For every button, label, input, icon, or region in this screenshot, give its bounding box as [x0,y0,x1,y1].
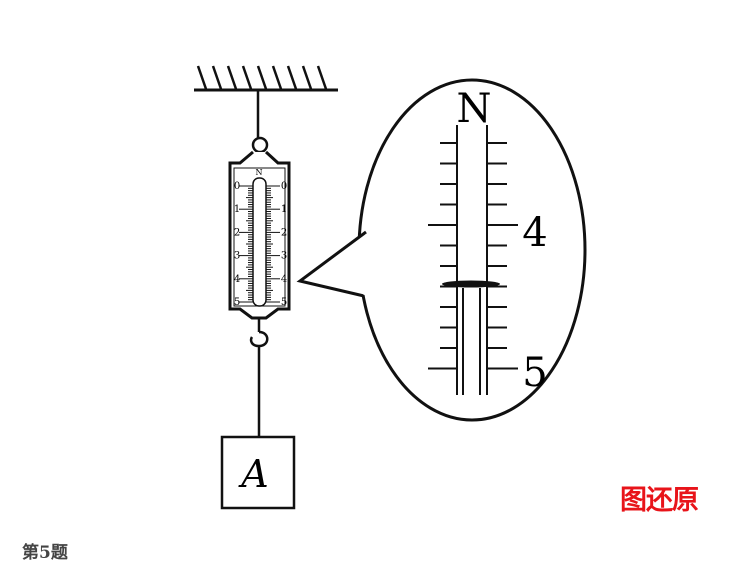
scale-label-left: 5 [234,297,240,308]
hatch-line [256,65,268,90]
hatch-line [241,65,253,90]
scale-label-right: 3 [281,251,287,262]
zoom-unit-label: N [457,86,492,132]
scale-label-left: 2 [234,227,240,238]
hatch-line [286,65,298,90]
hook [249,318,269,348]
question-number: 第5题 [22,543,68,563]
scale-label-right: 1 [281,204,287,215]
hatch-line [301,65,313,90]
scale-label-right: 4 [281,274,287,285]
ceiling [194,65,338,92]
scale-label-left: 0 [234,181,240,192]
hatch-line [196,65,208,90]
hatch-line [226,65,238,90]
scale-label-right: 5 [281,297,287,308]
scale-label-right: 0 [281,181,287,192]
scale-label-left: 3 [234,251,240,262]
restore-figure-button[interactable]: 图还原 [620,485,699,516]
block-a: A [220,435,296,510]
ring [251,136,269,154]
spring-scale-body [228,150,291,320]
zoom-label-5: 5 [522,350,547,396]
scale-label-left: 4 [234,274,240,285]
hatch-line [211,65,223,90]
zoom-label-4: 4 [522,210,547,256]
pointer [442,280,500,288]
scale-unit-label: N [256,168,263,177]
zoom-bubble: N 4 5 [296,78,587,422]
scale-label-right: 2 [281,227,287,238]
block-label: A [238,452,268,496]
scale-label-left: 1 [234,204,240,215]
hatch-line [271,65,283,90]
hatch-line [316,65,328,90]
